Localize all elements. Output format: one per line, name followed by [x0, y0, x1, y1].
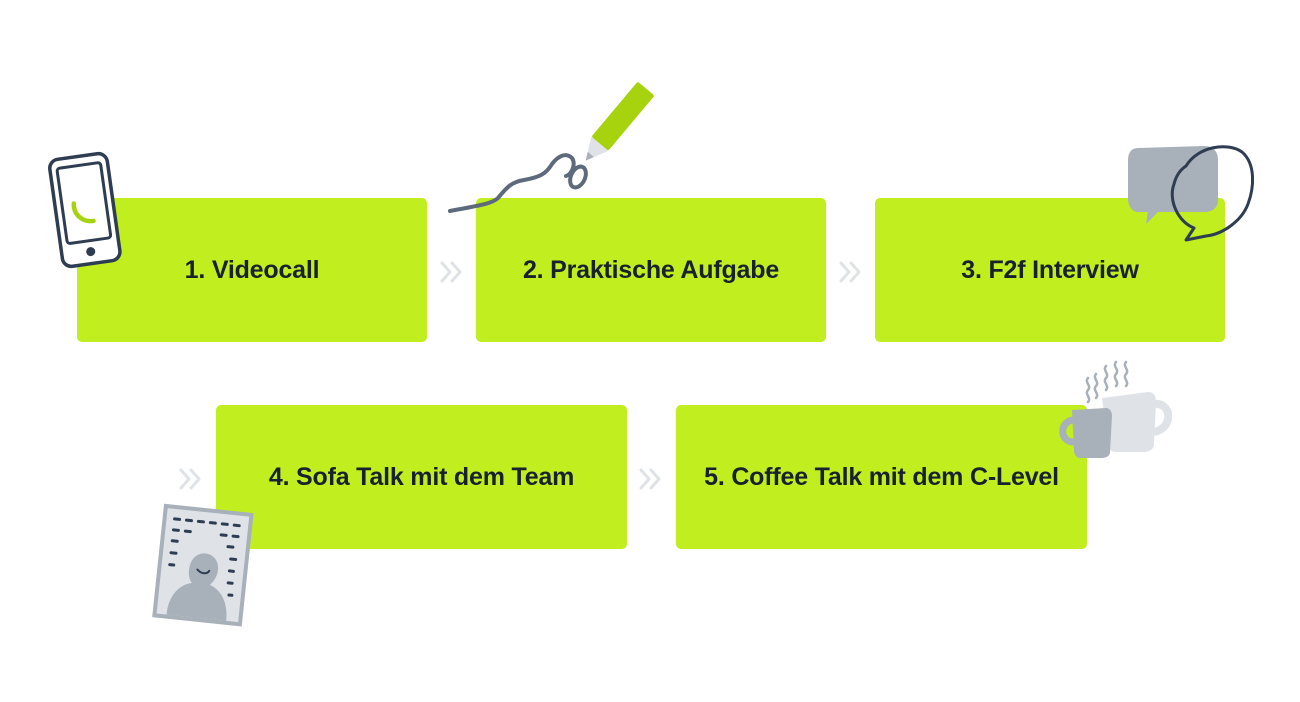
step-2-label: 2. Praktische Aufgabe: [522, 255, 780, 284]
step-3-box: 3. F2f Interview: [875, 198, 1225, 342]
step-1-label: 1. Videocall: [184, 255, 320, 284]
step-3-label: 3. F2f Interview: [961, 255, 1139, 284]
step-1-box: 1. Videocall: [77, 198, 427, 342]
photo-frame-icon: [152, 503, 254, 627]
speech-bubbles-icon: [1128, 145, 1254, 242]
step-4-box: 4. Sofa Talk mit dem Team: [216, 405, 627, 549]
step-5-label: 5. Coffee Talk mit dem C-Level: [704, 462, 1059, 491]
coffee-mugs-icon: [1059, 360, 1173, 458]
phone-icon: [48, 151, 122, 269]
step-2-box: 2. Praktische Aufgabe: [476, 198, 826, 342]
double-chevron-icon: [639, 468, 661, 490]
step-5-box: 5. Coffee Talk mit dem C-Level: [676, 405, 1087, 549]
step-4-label: 4. Sofa Talk mit dem Team: [268, 462, 575, 491]
double-chevron-icon: [179, 468, 201, 490]
double-chevron-icon: [440, 261, 462, 283]
double-chevron-icon: [839, 261, 861, 283]
pen-icon: [448, 82, 654, 213]
